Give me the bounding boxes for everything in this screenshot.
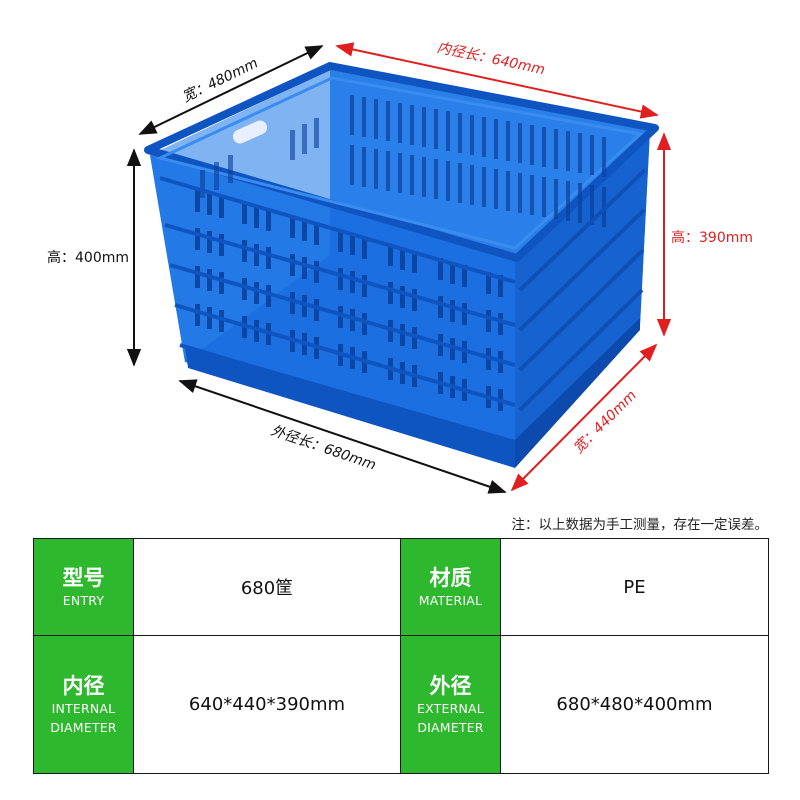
blue-crate-icon xyxy=(144,62,659,468)
crate-illustration: 宽：480mm 内径长：640mm 高：400mm 高：390mm 外径长：68… xyxy=(47,40,753,494)
table-row: 型号 ENTRY 680筐 材质 MATERIAL PE xyxy=(33,537,769,637)
label-en: MATERIAL xyxy=(418,592,483,608)
label-cn: 外径 xyxy=(429,673,472,698)
label-cell: 外径 EXTERNAL DIAMETER xyxy=(400,635,501,774)
label-en: EXTERNAL DIAMETER xyxy=(417,700,484,735)
bottom-width-label: 宽：440mm xyxy=(571,388,640,457)
value-cell: 680*480*400mm xyxy=(500,635,769,774)
measurement-note: 注：以上数据为手工测量，存在一定误差。 xyxy=(511,517,769,533)
label-cell: 内径 INTERNAL DIAMETER xyxy=(33,635,134,774)
inner-height-label: 高：390mm xyxy=(671,229,753,246)
top-width-label: 宽：480mm xyxy=(180,55,261,105)
value-cell: PE xyxy=(500,537,769,637)
value-cell: 680筐 xyxy=(133,537,401,637)
label-cn: 型号 xyxy=(62,565,105,590)
label-cn: 内径 xyxy=(62,673,105,698)
dimension-lines xyxy=(126,42,672,494)
label-cell: 型号 ENTRY xyxy=(33,537,134,637)
value-cell: 640*440*390mm xyxy=(133,635,401,774)
label-cn: 材质 xyxy=(429,565,472,590)
label-en: INTERNAL DIAMETER xyxy=(50,700,117,735)
label-cell: 材质 MATERIAL xyxy=(400,537,501,637)
spec-table: 型号 ENTRY 680筐 材质 MATERIAL PE 内径 INTERNAL… xyxy=(33,537,769,774)
outer-height-label: 高：400mm xyxy=(47,249,129,266)
table-row: 内径 INTERNAL DIAMETER 640*440*390mm 外径 EX… xyxy=(33,635,769,774)
inner-length-label: 内径长：640mm xyxy=(435,40,546,79)
label-en: ENTRY xyxy=(62,592,105,608)
